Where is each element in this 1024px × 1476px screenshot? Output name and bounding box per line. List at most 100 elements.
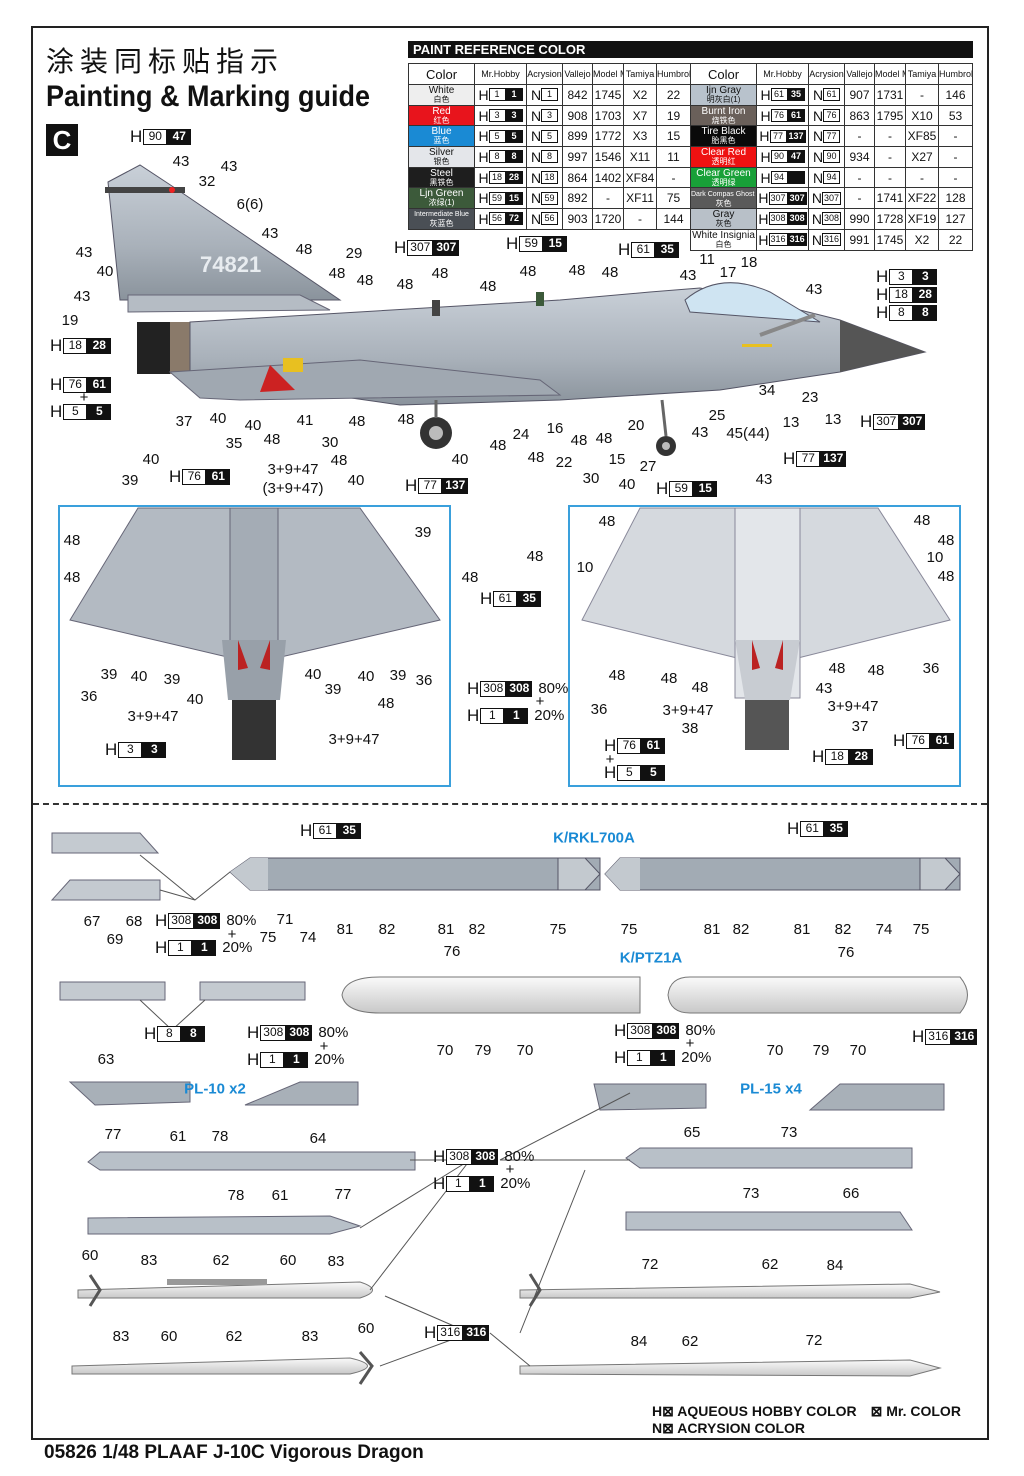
part-callout: 13 [824,411,842,428]
prefix: H [478,190,489,207]
color-name: White [428,84,455,96]
part-callout: 43 [73,288,91,305]
part-callout: 62 [225,1328,243,1345]
mix-percent: 80% [538,680,569,697]
color-name-cn: 胎黑色 [711,136,736,146]
code-mr-color: 15 [505,191,523,205]
prefix: N [530,210,542,227]
prefix: H [130,127,143,146]
code-aqueous: 61 [631,242,656,258]
part-callout: 48 [913,512,931,529]
color-name-cn: 红色 [433,115,450,125]
part-callout: 48 [828,660,846,677]
part-callout: 41 [296,412,314,429]
mix-percent: 20% [222,939,253,956]
code-mr-color: 61 [787,109,805,123]
code: 316 [822,233,842,247]
code-aqueous: 76 [182,469,207,485]
code: 3 [541,109,559,123]
aircraft-top-view [69,507,441,760]
part-callout: 40 [142,451,160,468]
mix-percent: 20% [534,707,565,724]
part-callout: 10 [926,549,944,566]
part-callout: 39 [414,524,432,541]
code-mr-color: 1 [651,1050,676,1066]
part-callout: 48 [377,695,395,712]
prefix: H [105,740,118,759]
missiles [71,1273,942,1385]
color-name: Dark Compas Ghost Grey [691,190,756,198]
plus-sign: + [79,389,89,406]
mm-code: 1720 [592,208,624,230]
prefix: N [530,107,542,124]
prefix: H [760,86,771,103]
code-mr-color: 308 [472,1149,499,1165]
prefix: H [478,107,489,124]
code-aqueous: 308 [168,913,195,929]
code-mr-color: 307 [787,191,807,205]
part-callout: 69 [106,931,124,948]
prefix: N [812,86,824,103]
prefix: H [614,1048,627,1067]
code-aqueous: 1 [627,1050,652,1066]
code-aqueous: 1 [488,88,506,102]
code-aqueous: 59 [669,481,694,497]
color-name: Steel [430,167,453,179]
color-swatch: Dark Compas Ghost Grey灰色 [690,187,757,210]
pylons-and-tanks [50,832,968,1235]
part-callout: 48 [527,449,545,466]
code: 1 [541,88,559,102]
color-name-cn: 蓝色 [433,136,450,146]
part-callout: 79 [812,1042,830,1059]
part-callout: 40 [186,691,204,708]
vallejo-code: 863 [844,104,875,127]
code-mr-color: 5 [87,404,112,420]
column-header: Humbrol [656,63,691,85]
part-callout: 37 [175,413,193,430]
code-mr-color: 1 [470,1176,495,1192]
prefix: H [155,911,168,930]
code-aqueous: 3 [488,109,506,123]
part-callout: 66 [842,1185,860,1202]
part-callout: 82 [378,921,396,938]
aircraft-serial: 74821 [200,252,261,277]
color-name-cn: 白色 [715,239,732,249]
mix-percent: 20% [500,1175,531,1192]
part-callout: 60 [81,1247,99,1264]
mix-percent: 80% [504,1148,535,1165]
column-header: Model Master [874,63,906,85]
part-callout: 18 [740,254,758,271]
code-mr-color: 308 [653,1023,680,1039]
code-mr-color: 1 [504,708,529,724]
part-callout: 24 [512,426,530,443]
part-callout: 48 [330,452,348,469]
humbrol-code: 53 [938,104,973,127]
part-callout: 48 [601,264,619,281]
part-callout: 19 [61,312,79,329]
vertical-tail [107,164,342,301]
color-name: Clear Green [696,167,751,179]
column-header: Color [408,63,475,85]
